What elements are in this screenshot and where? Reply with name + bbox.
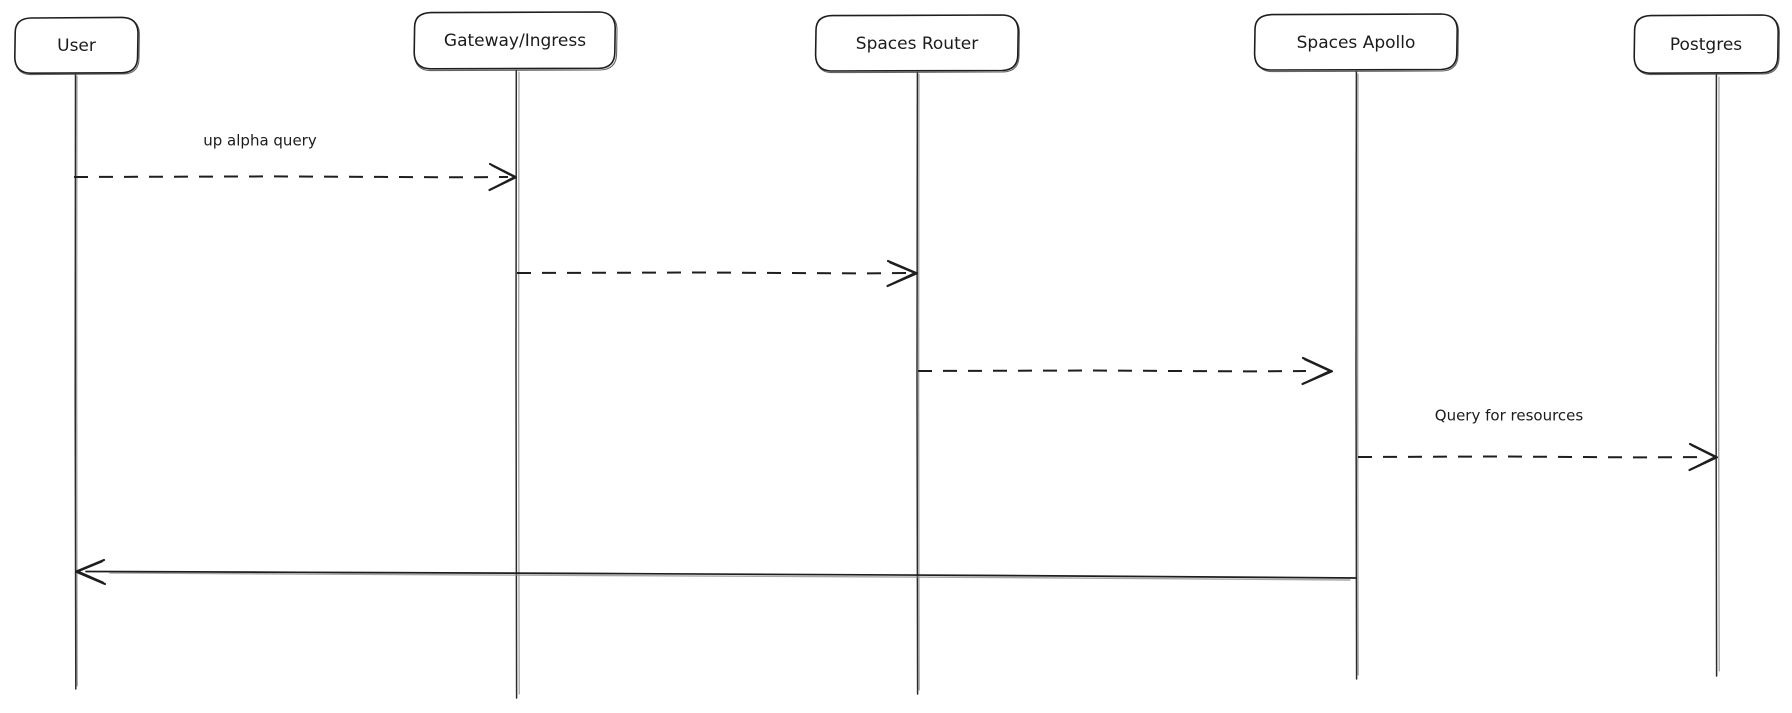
message-router-to-apollo[interactable] — [917, 356, 1334, 386]
participant-label-router: Spaces Router — [856, 34, 978, 54]
participant-label-user: User — [57, 36, 96, 56]
lifelines-layer — [74, 67, 1720, 699]
lifeline-gateway — [515, 67, 520, 699]
lifeline-apollo — [1355, 69, 1359, 680]
participant-apollo[interactable]: Spaces Apollo — [1253, 13, 1459, 73]
participant-user[interactable]: User — [14, 16, 140, 76]
message-up-alpha-query[interactable]: up alpha query — [73, 132, 518, 192]
participant-gateway[interactable]: Gateway/Ingress — [413, 11, 618, 72]
participant-label-apollo: Spaces Apollo — [1297, 33, 1416, 53]
message-query-for-resources[interactable]: Query for resources — [1357, 407, 1719, 472]
participant-postgres[interactable]: Postgres — [1633, 14, 1780, 76]
participant-label-postgres: Postgres — [1670, 35, 1742, 55]
participants-layer: User Gateway/Ingress Spaces Router Space… — [14, 11, 1780, 76]
message-label-4: Query for resources — [1435, 407, 1584, 425]
message-return-to-user[interactable] — [74, 558, 1357, 586]
participant-router[interactable]: Spaces Router — [814, 14, 1020, 74]
message-gateway-to-router[interactable] — [516, 259, 919, 288]
messages-layer: up alpha query Query for re — [73, 132, 1719, 586]
lifeline-postgres — [1715, 72, 1720, 677]
message-label-1: up alpha query — [203, 132, 317, 150]
participant-label-gateway: Gateway/Ingress — [444, 31, 586, 51]
lifeline-router — [916, 69, 920, 695]
lifeline-user — [74, 72, 78, 690]
